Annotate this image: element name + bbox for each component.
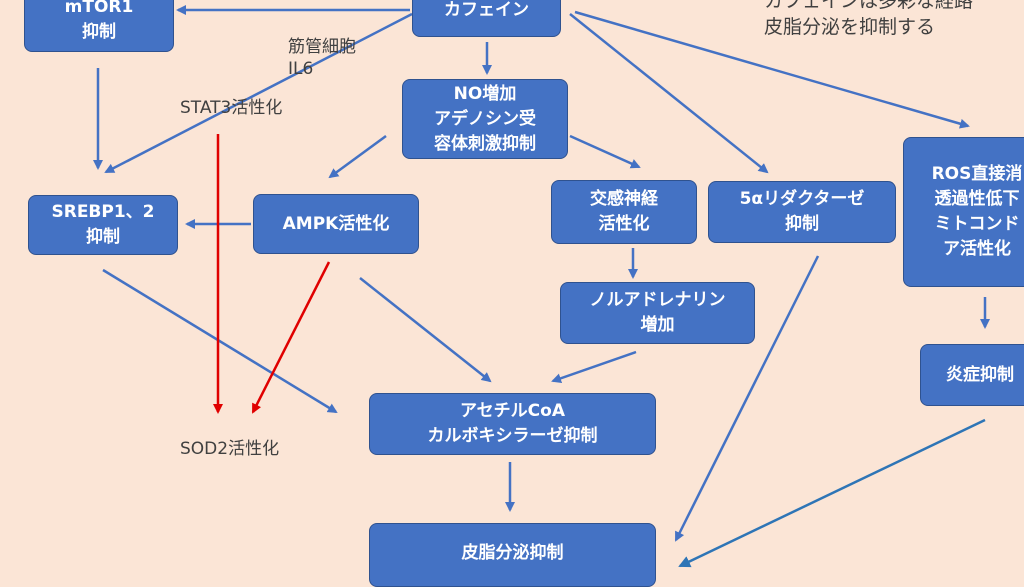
node-noradrenaline-line-2: 増加 [640,315,675,335]
node-acc-line-1: アセチルCoA [460,401,565,421]
node-acc-line-2: カルボキシラーゼ抑制 [427,426,598,446]
summary-note-line-1: カフェインは多彩な経路 [764,0,974,12]
arrow-srebp-to-acc [102,268,338,414]
node-inflammation: 炎症抑制 [920,344,1024,406]
arrow-reductase-to-sebum [674,255,820,542]
node-caffeine-line-1: カフェイン [444,0,529,20]
node-no-line-3: 容体刺激抑制 [434,133,536,154]
node-noradrenaline: ノルアドレナリン 増加 [560,282,755,344]
label-stat3: STAT3活性化 [180,98,283,118]
node-5a-reductase: 5αリダクターゼ 抑制 [708,181,896,243]
label-sod2: SOD2活性化 [180,439,280,459]
node-ros-line-1: ROS直接消 [931,164,1023,184]
node-srebp-line-2: 抑制 [86,227,120,247]
node-no-line-1: NO増加 [453,83,517,104]
node-ros-line-3: ミトコンド [934,214,1020,234]
arrow-noradrenaline-to-acc [551,350,637,384]
summary-note: カフェインは多彩な経路 皮脂分泌を抑制する [764,0,973,40]
node-ampk-line-1: AMPK活性化 [282,213,390,234]
label-muscle-cell-line-2: IL6 [288,59,314,79]
arrow-no-to-ampk [328,134,387,179]
arrow-caffeine-to-ros [574,10,970,129]
node-acetyl-coa-carboxylase: アセチルCoA カルボキシラーゼ抑制 [369,393,656,455]
node-ros-line-2: 透過性低下 [934,189,1020,209]
node-no-adenosine: NO増加 アデノシン受 容体刺激抑制 [402,79,568,159]
node-ampk: AMPK活性化 [253,194,419,254]
node-srebp: SREBP1、2 抑制 [28,195,178,255]
node-noradrenaline-line-1: ノルアドレナリン [589,290,726,310]
node-sebum-line-1: 皮脂分泌抑制 [461,543,564,563]
node-sebum-suppression: 皮脂分泌抑制 [369,523,656,587]
node-reductase-line-1: 5αリダクターゼ [739,189,865,209]
node-srebp-line-1: SREBP1、2 [51,202,155,222]
arrow-caffeine-to-reductase [569,13,769,174]
arrow-ampk-to-acc [359,277,492,383]
node-reductase-line-2: 抑制 [785,214,819,234]
node-ros-line-4: ア活性化 [943,239,1011,259]
node-mtor1-line-1: mTOR1 [64,0,134,17]
arrow-ampk-to-sod2 [251,261,331,414]
arrow-caffeine-to-srebp [104,12,413,174]
node-sympathetic-line-1: 交感神経 [590,189,658,209]
label-muscle-cell: 筋管細胞 IL6 [288,36,356,80]
summary-note-line-2: 皮脂分泌を抑制する [764,16,936,38]
node-no-line-2: アデノシン受 [434,108,536,129]
arrow-no-to-sympathetic [569,134,641,169]
node-mtor1: mTOR1 抑制 [24,0,174,52]
label-muscle-cell-line-1: 筋管細胞 [288,37,356,57]
node-ros: ROS直接消 透過性低下 ミトコンド ア活性化 [903,137,1024,287]
node-caffeine: カフェイン [412,0,561,37]
node-sympathetic: 交感神経 活性化 [551,180,697,244]
node-mtor1-line-2: 抑制 [82,22,116,42]
node-sympathetic-line-2: 活性化 [598,214,650,234]
arrow-inflammation-to-sebum [678,418,986,568]
node-inflammation-line-1: 炎症抑制 [946,364,1014,385]
